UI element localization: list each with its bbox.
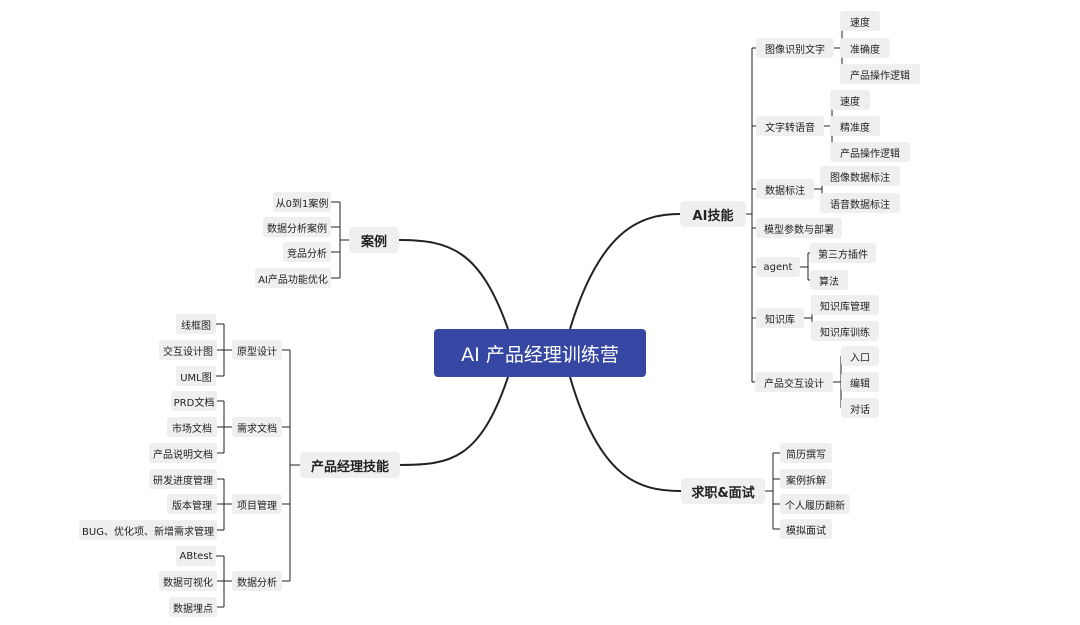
job-item-1[interactable]: 案例拆解 <box>780 469 832 489</box>
case-item-3[interactable]: AI产品功能优化 <box>255 268 331 288</box>
ai-skill-0-item-0[interactable]: 速度 <box>840 11 880 31</box>
pm-skill-2[interactable]: 项目管理 <box>232 494 282 514</box>
root-title[interactable]: AI 产品经理训练营 <box>434 329 646 377</box>
ai-skill-2[interactable]: 数据标注 <box>756 179 814 199</box>
case-item-1[interactable]: 数据分析案例 <box>263 217 331 237</box>
branch-cases[interactable]: 案例 <box>349 227 399 253</box>
pm-skill-0[interactable]: 原型设计 <box>232 340 282 360</box>
curve-pm-skills <box>399 376 509 466</box>
ai-skill-2-item-0[interactable]: 图像数据标注 <box>820 166 900 186</box>
pm-skill-3-item-1[interactable]: 数据可视化 <box>159 571 217 591</box>
pm-skill-2-item-2[interactable]: BUG、优化项、新增需求管理 <box>79 520 217 540</box>
pm-skill-3-item-0[interactable]: ABtest <box>176 546 216 566</box>
pm-skill-0-item-0[interactable]: 线框图 <box>176 314 216 334</box>
ai-skill-6-item-0[interactable]: 入口 <box>841 346 879 366</box>
branch-pm-skills[interactable]: 产品经理技能 <box>300 452 400 478</box>
ai-skill-4-item-1[interactable]: 算法 <box>810 270 848 290</box>
curve-job <box>569 376 682 492</box>
pm-skill-3[interactable]: 数据分析 <box>232 571 282 591</box>
pm-skill-0-item-2[interactable]: UML图 <box>176 366 216 386</box>
pm-skill-1-item-0[interactable]: PRD文档 <box>171 391 217 411</box>
ai-skill-4-item-0[interactable]: 第三方插件 <box>810 243 876 263</box>
pm-skill-0-item-1[interactable]: 交互设计图 <box>159 340 217 360</box>
ai-skill-1-item-2[interactable]: 产品操作逻辑 <box>830 142 910 162</box>
pm-skill-3-item-2[interactable]: 数据埋点 <box>169 597 217 617</box>
ai-skill-4[interactable]: agent <box>756 257 800 277</box>
pm-skill-1-item-1[interactable]: 市场文档 <box>167 417 217 437</box>
pm-skill-2-item-1[interactable]: 版本管理 <box>167 494 217 514</box>
ai-skill-6[interactable]: 产品交互设计 <box>755 372 833 392</box>
ai-skill-0[interactable]: 图像识别文字 <box>756 38 834 58</box>
ai-skill-1-item-0[interactable]: 速度 <box>830 90 870 110</box>
ai-skill-6-item-2[interactable]: 对话 <box>841 398 879 418</box>
ai-skill-0-item-1[interactable]: 准确度 <box>840 38 890 58</box>
ai-skill-1-item-1[interactable]: 精准度 <box>830 116 880 136</box>
curve-cases <box>398 239 509 330</box>
ai-skill-5-item-1[interactable]: 知识库训练 <box>811 321 879 341</box>
ai-skill-2-item-1[interactable]: 语音数据标注 <box>820 193 900 213</box>
pm-skill-1-item-2[interactable]: 产品说明文档 <box>149 443 217 463</box>
pm-skill-1[interactable]: 需求文档 <box>232 417 282 437</box>
pm-skill-2-item-0[interactable]: 研发进度管理 <box>149 469 217 489</box>
case-item-2[interactable]: 竞品分析 <box>283 242 331 262</box>
branch-ai-skills[interactable]: AI技能 <box>680 201 746 227</box>
branch-job[interactable]: 求职&面试 <box>681 478 765 504</box>
job-item-3[interactable]: 模拟面试 <box>780 519 832 539</box>
ai-skill-5[interactable]: 知识库 <box>756 308 804 328</box>
ai-skill-0-item-2[interactable]: 产品操作逻辑 <box>840 64 920 84</box>
case-item-0[interactable]: 从0到1案例 <box>273 192 331 212</box>
ai-skill-6-item-1[interactable]: 编辑 <box>841 372 879 392</box>
curve-ai-skills <box>569 213 681 330</box>
ai-skill-1[interactable]: 文字转语音 <box>756 116 824 136</box>
job-item-2[interactable]: 个人履历翻新 <box>780 494 850 514</box>
ai-skill-5-item-0[interactable]: 知识库管理 <box>811 295 879 315</box>
ai-skill-3[interactable]: 模型参数与部署 <box>756 218 842 238</box>
job-item-0[interactable]: 简历撰写 <box>780 443 832 463</box>
